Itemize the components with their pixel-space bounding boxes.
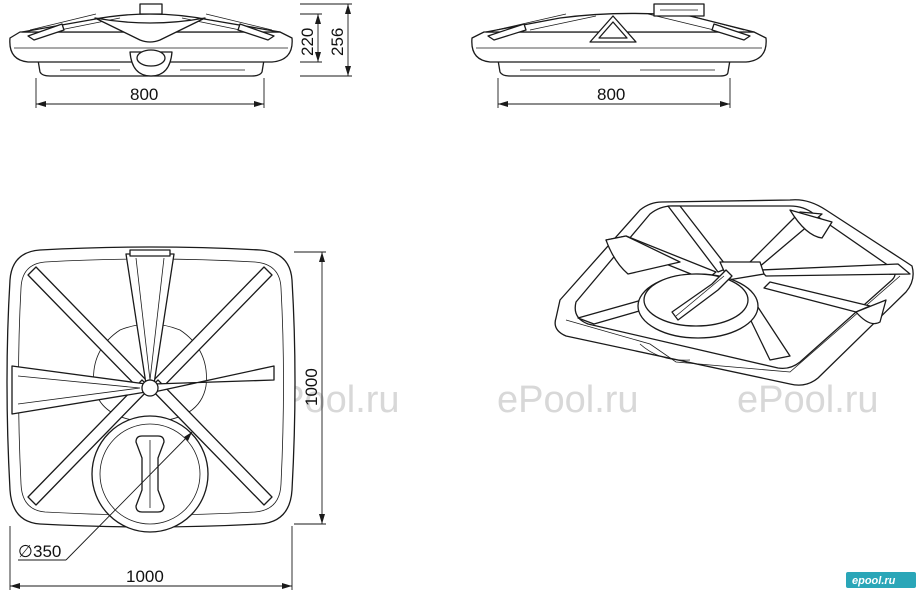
isometric-view [554, 199, 914, 386]
front-elevation-view: 220 256 800 [9, 3, 352, 108]
dimension-front-height-total: 256 [328, 28, 347, 56]
watermark-3: ePool.ru [497, 379, 639, 421]
side-elevation-view: 800 [471, 3, 767, 108]
logo-badge [846, 572, 916, 588]
dimension-front-width: 800 [130, 85, 158, 104]
logo-text: epool.ru [852, 575, 896, 587]
dimension-plan-depth: 1000 [302, 368, 321, 406]
dimension-hatch-diameter: 350 [33, 542, 61, 561]
epool-logo: epool.ru [846, 572, 916, 588]
dimension-plan-width: 1000 [126, 567, 164, 586]
watermark-4: ePool.ru [737, 379, 879, 421]
dimension-side-width: 800 [597, 85, 625, 104]
plan-view: 1000 1000 ∅ 350 [6, 246, 326, 590]
dimension-hatch-diameter-symbol: ∅ [18, 542, 33, 561]
dimension-front-height-lid: 220 [298, 28, 317, 56]
